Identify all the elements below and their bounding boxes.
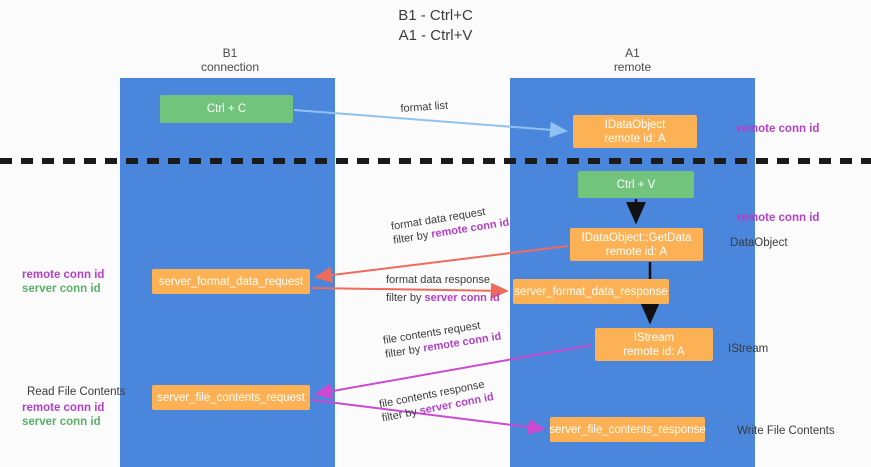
annotation-remote-conn-id-top: remote conn id [737,123,820,135]
annotation-left-server-conn-id-bottom: server conn id [22,416,101,428]
node-istream-line-1: IStream [633,331,675,344]
title-line-1: B1 - Ctrl+C [398,7,473,24]
node-ctrl-c[interactable]: Ctrl + C [160,95,293,123]
edge-label-format-data-response-key: server conn id [424,292,500,304]
lane-header-b1-name: B1 [222,46,238,60]
node-istream-line-2: remote id: A [623,345,685,358]
node-server-format-data-response-label: server_format_data_response [514,285,668,298]
node-istream[interactable]: IStream remote id: A [595,328,713,361]
edge-label-format-data-response: format data response filter by server co… [386,273,500,305]
node-getdata-line-2: remote id: A [605,245,668,258]
node-server-file-contents-response[interactable]: server_file_contents_response [549,417,706,442]
annotation-read-file-contents: Read File Contents [27,386,126,398]
edge-format-list [293,109,568,138]
edge-format-data-response [311,282,509,299]
node-idataobject-line-2: remote id: A [604,132,666,145]
lane-header-a1-role: remote [613,60,652,74]
annotation-istream: IStream [728,343,769,355]
lane-header-b1: B1 connection [150,46,310,74]
edge-format-data-request [314,245,569,283]
node-server-file-contents-response-label: server_file_contents_response [549,423,706,436]
annotation-remote-conn-id-mid: remote conn id [737,212,820,224]
node-server-file-contents-request-label: server_file_contents_request [157,391,305,404]
node-ctrl-v-label: Ctrl + V [616,178,656,191]
lane-header-b1-role: connection [200,60,260,74]
lane-header-a1: A1 remote [545,46,720,74]
annotation-left-server-conn-id-mid: server conn id [22,283,101,295]
node-server-format-data-request[interactable]: server_format_data_request [152,269,310,294]
annotation-dataobject: DataObject [730,237,788,249]
edge-file-contents-response [311,399,546,435]
annotation-left-remote-conn-id-mid: remote conn id [22,269,105,281]
annotation-left-conn-ids-mid: remote conn id server conn id [22,268,104,296]
edge-file-contents-request [314,344,593,400]
annotation-left-conn-ids-bottom: remote conn id server conn id [22,401,104,429]
node-idataobject-getdata[interactable]: IDataObject::GetData remote id: A [570,228,703,261]
lane-header-a1-name: A1 [625,46,640,60]
annotation-write-file-contents: Write File Contents [737,425,835,437]
diagram-title: B1 - Ctrl+C A1 - Ctrl+V [0,6,871,46]
node-server-file-contents-request[interactable]: server_file_contents_request [152,385,310,410]
edge-label-format-data-response-text: format data response [386,274,490,286]
node-server-format-data-request-label: server_format_data_request [158,275,304,288]
node-getdata-line-1: IDataObject::GetData [581,231,692,244]
node-server-format-data-response[interactable]: server_format_data_response [513,279,669,304]
node-idataobject[interactable]: IDataObject remote id: A [573,115,697,148]
edge-label-format-data-response-prefix: filter by [386,292,425,304]
title-line-2: A1 - Ctrl+V [398,27,473,44]
node-idataobject-line-1: IDataObject [604,118,666,131]
annotation-left-remote-conn-id-bottom: remote conn id [22,402,105,414]
node-ctrl-v[interactable]: Ctrl + V [578,171,694,198]
node-ctrl-c-label: Ctrl + C [206,103,247,115]
